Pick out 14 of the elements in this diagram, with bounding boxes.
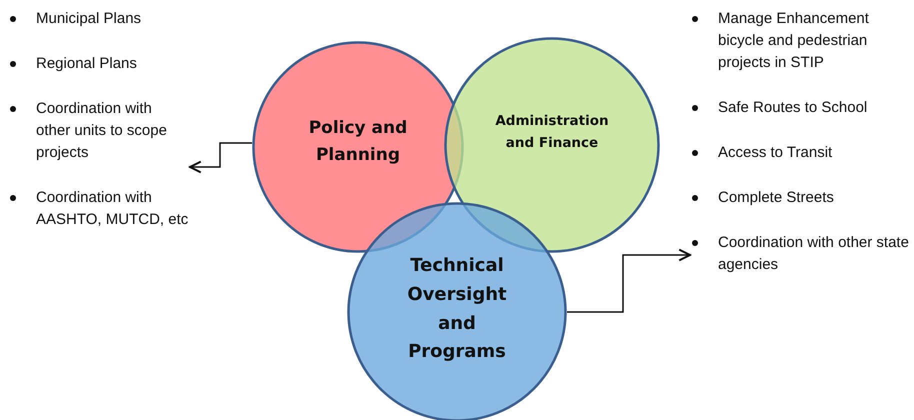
- list-item-text: Coordination with other state agencies: [718, 234, 909, 273]
- arrow: [189, 142, 252, 174]
- circle-label: Policy and Planning: [308, 117, 408, 168]
- list-item-text: Regional Plans: [36, 55, 137, 72]
- circle-label: Administration and Finance: [494, 112, 610, 153]
- list-item-text: Municipal Plans: [36, 10, 142, 27]
- list-item-text: Coordination with AASHTO, MUTCD, etc: [36, 189, 188, 228]
- arrow: [567, 248, 692, 313]
- list-item-text: Access to Transit: [718, 144, 832, 161]
- list-item-text: Complete Streets: [718, 189, 834, 206]
- list-item-text: Safe Routes to School: [718, 99, 868, 116]
- list-item-text: Manage Enhancement bicycle and pedestrian projects in STIP: [718, 10, 869, 71]
- list-item-text: Coordination with other units to scope projects: [36, 100, 167, 161]
- circle-label: Technical Oversight and Programs: [406, 254, 508, 364]
